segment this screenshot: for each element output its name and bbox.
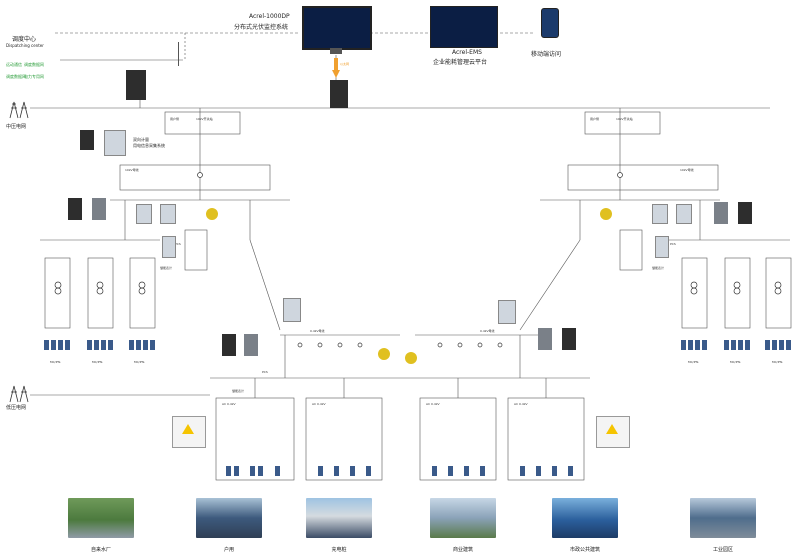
- right-tx-1: MC/PTs: [688, 360, 699, 364]
- mv-grid-label: 中压电网: [6, 124, 27, 130]
- right-tx-3: MC/PTs: [772, 360, 783, 364]
- left-tx-3: MC/PTs: [134, 360, 145, 364]
- scene-caption-4: 商业建筑: [452, 547, 473, 553]
- dispatch-link-4: 调度数据网: [6, 74, 26, 79]
- scene-caption-1: 自来水厂: [90, 547, 111, 553]
- right-bus-label: 10kV母线: [680, 168, 694, 172]
- lv-pcs: PCS: [262, 370, 268, 374]
- lv-box-label-3: AC 0.4kV: [426, 402, 440, 406]
- lv-meter-left: [283, 298, 301, 322]
- gateway-cabinet: [126, 70, 146, 100]
- left-ct-icon: [206, 208, 218, 220]
- scene-photo-commercial: [430, 498, 496, 538]
- mobile-name: 移动端访问: [531, 51, 562, 58]
- right-meter-b: [676, 204, 692, 224]
- link-label: 以太网: [340, 62, 350, 66]
- right-user-b: 10kV开关站: [616, 117, 633, 121]
- left-storage-meter: [162, 236, 176, 258]
- lv-box-label-4: AC 0.4kV: [514, 402, 528, 406]
- right-meter-a: [652, 204, 668, 224]
- left-storage-meter-label: 储能表计: [160, 266, 173, 270]
- dispatch-en: Dispatching center: [6, 43, 44, 48]
- ems-screen: [430, 6, 498, 48]
- meter-sub-label: 用电信息采集系统: [133, 143, 165, 148]
- right-relay-b: [738, 202, 752, 224]
- lv-ct-right: [405, 352, 417, 364]
- scada-name: 分布式光伏监控系统: [234, 24, 289, 31]
- grid-cabinet-left: [172, 416, 206, 448]
- dispatch-cn: 调度中心: [12, 36, 37, 43]
- right-storage-meter-label: 储能表计: [652, 266, 665, 270]
- left-meter-b: [160, 204, 176, 224]
- meter-label: 双向计量: [133, 137, 149, 142]
- lv-meter-label: 储能表计: [232, 389, 245, 393]
- lv-box-label-2: AC 0.4kV: [312, 402, 326, 406]
- scene-photo-municipal: [552, 498, 618, 538]
- right-relay-a: [714, 202, 728, 224]
- left-user-b: 10kV开关站: [196, 117, 213, 121]
- lv-relay-left-a: [222, 334, 236, 356]
- lv-box-label-1: AC 0.4kV: [222, 402, 236, 406]
- scene-caption-6: 工业园区: [712, 547, 733, 553]
- lv-grid-label: 低压电网: [6, 405, 27, 411]
- right-tx-2: MC/PTs: [730, 360, 741, 364]
- scene-photo-charging: [306, 498, 372, 538]
- lv-bus-left: 0.4kV母线: [310, 329, 325, 333]
- left-bus-label: 10kV母线: [125, 168, 139, 172]
- lv-relay-right-b: [562, 328, 576, 350]
- left-tx-2: MC/PTs: [92, 360, 103, 364]
- scene-photo-water-plant: [68, 498, 134, 538]
- scene-photo-household: [196, 498, 262, 538]
- scada-monitor: [302, 6, 372, 50]
- lv-meter-right: [498, 300, 516, 324]
- scene-caption-5: 市政公共建筑: [569, 547, 600, 553]
- ems-model: Acrel-EMS: [452, 49, 482, 56]
- monitor-stand: [330, 48, 342, 54]
- left-relay-a: [68, 198, 82, 220]
- lv-relay-right-a: [538, 328, 552, 350]
- lv-ct-left: [378, 348, 390, 360]
- lv-bus-right: 0.4kV母线: [480, 329, 495, 333]
- scada-server-cabinet: [330, 80, 348, 108]
- right-user-a: 用户侧: [590, 117, 600, 121]
- weather-station-icon: [178, 42, 193, 66]
- left-relay-b: [92, 198, 106, 220]
- scada-model: Acrel-1000DP: [249, 13, 290, 20]
- scene-caption-3: 充电桩: [331, 547, 347, 553]
- scene-caption-2: 户用: [223, 547, 234, 553]
- scene-photo-industrial: [690, 498, 756, 538]
- mobile-phone-icon: [541, 8, 559, 38]
- right-pcs: PCS: [670, 242, 676, 246]
- right-storage-meter: [655, 236, 669, 258]
- warning-icon-left: [182, 424, 194, 434]
- ems-name: 企业能耗管理云平台: [433, 59, 488, 66]
- warning-icon-right: [606, 424, 618, 434]
- left-user-a: 用户侧: [170, 117, 180, 121]
- bidirectional-meter: [104, 130, 126, 156]
- right-ct-icon: [600, 208, 612, 220]
- left-meter-a: [136, 204, 152, 224]
- dispatch-link-2: 调度数据网: [24, 62, 44, 67]
- left-pcs: PCS: [175, 242, 181, 246]
- left-tx-1: MC/PTs: [50, 360, 61, 364]
- lv-relay-left-b: [244, 334, 258, 356]
- dispatch-link-5: 电力专用网: [24, 74, 44, 79]
- dispatch-link-1: 远动通信: [6, 62, 22, 67]
- protection-relay-1: [80, 130, 94, 150]
